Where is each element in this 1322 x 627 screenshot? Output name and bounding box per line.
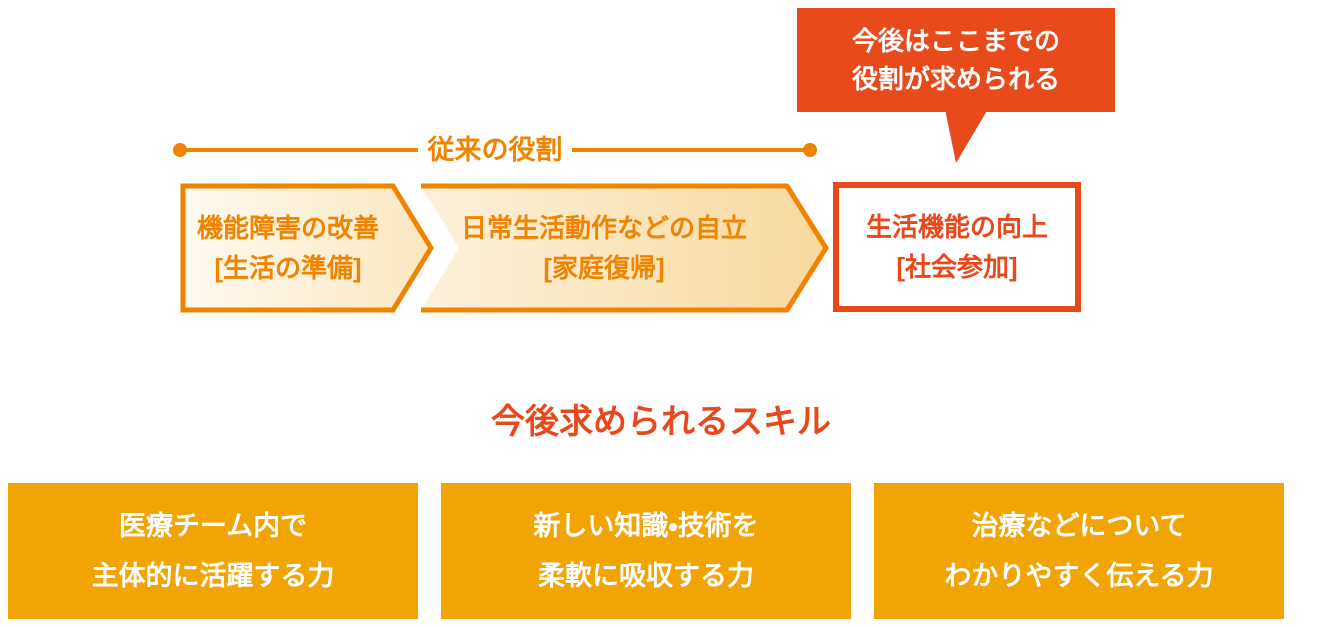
timeline-dot-right — [803, 143, 817, 157]
skill-2-line2: 柔軟に吸収する力 — [538, 561, 754, 591]
skill-3-line1: 治療などについて — [971, 511, 1187, 541]
stage-2-title: 日常生活動作などの自立 — [460, 213, 747, 243]
stage-3-subtitle: [社会参加] — [896, 252, 1018, 282]
callout-line2: 役割が求められる — [851, 64, 1060, 94]
callout-bubble: 今後はここまでの 役割が求められる — [797, 8, 1115, 112]
callout-line1: 今後はここまでの — [851, 26, 1060, 56]
callout-tail — [944, 104, 991, 163]
skill-1-line1: 医療チーム内で — [118, 511, 308, 541]
stage-3-title: 生活機能の向上 — [865, 212, 1048, 242]
stage-1-subtitle: [生活の準備] — [214, 253, 362, 283]
stage-3-label: 生活機能の向上 [社会参加] — [842, 188, 1072, 306]
skill-3-line2: わかりやすく伝える力 — [944, 561, 1214, 591]
skill-card-1: 医療チーム内で 主体的に活躍する力 — [8, 483, 418, 619]
timeline-label: 従来の役割 — [427, 135, 563, 165]
timeline-dot-left — [173, 143, 187, 157]
skill-card-3: 治療などについて わかりやすく伝える力 — [874, 483, 1284, 619]
skill-2-line1: 新しい知識・技術を — [533, 511, 759, 541]
stage-2-label: 日常生活動作などの自立 [家庭復帰] — [421, 186, 787, 310]
stage-1-label: 機能障害の改善 [生活の準備] — [183, 186, 393, 310]
skills-heading: 今後求められるスキル — [491, 403, 831, 441]
stage-1-title: 機能障害の改善 — [196, 213, 379, 243]
skill-1-line2: 主体的に活躍する力 — [91, 561, 335, 591]
goal-box-outline — [833, 182, 1081, 312]
skill-card-2: 新しい知識・技術を 柔軟に吸収する力 — [441, 483, 851, 619]
stage-arrow-2-outline — [421, 183, 829, 313]
stage-arrow-2 — [421, 186, 826, 310]
stage-arrow-1 — [180, 183, 434, 313]
stage-2-subtitle: [家庭復帰] — [543, 253, 665, 283]
